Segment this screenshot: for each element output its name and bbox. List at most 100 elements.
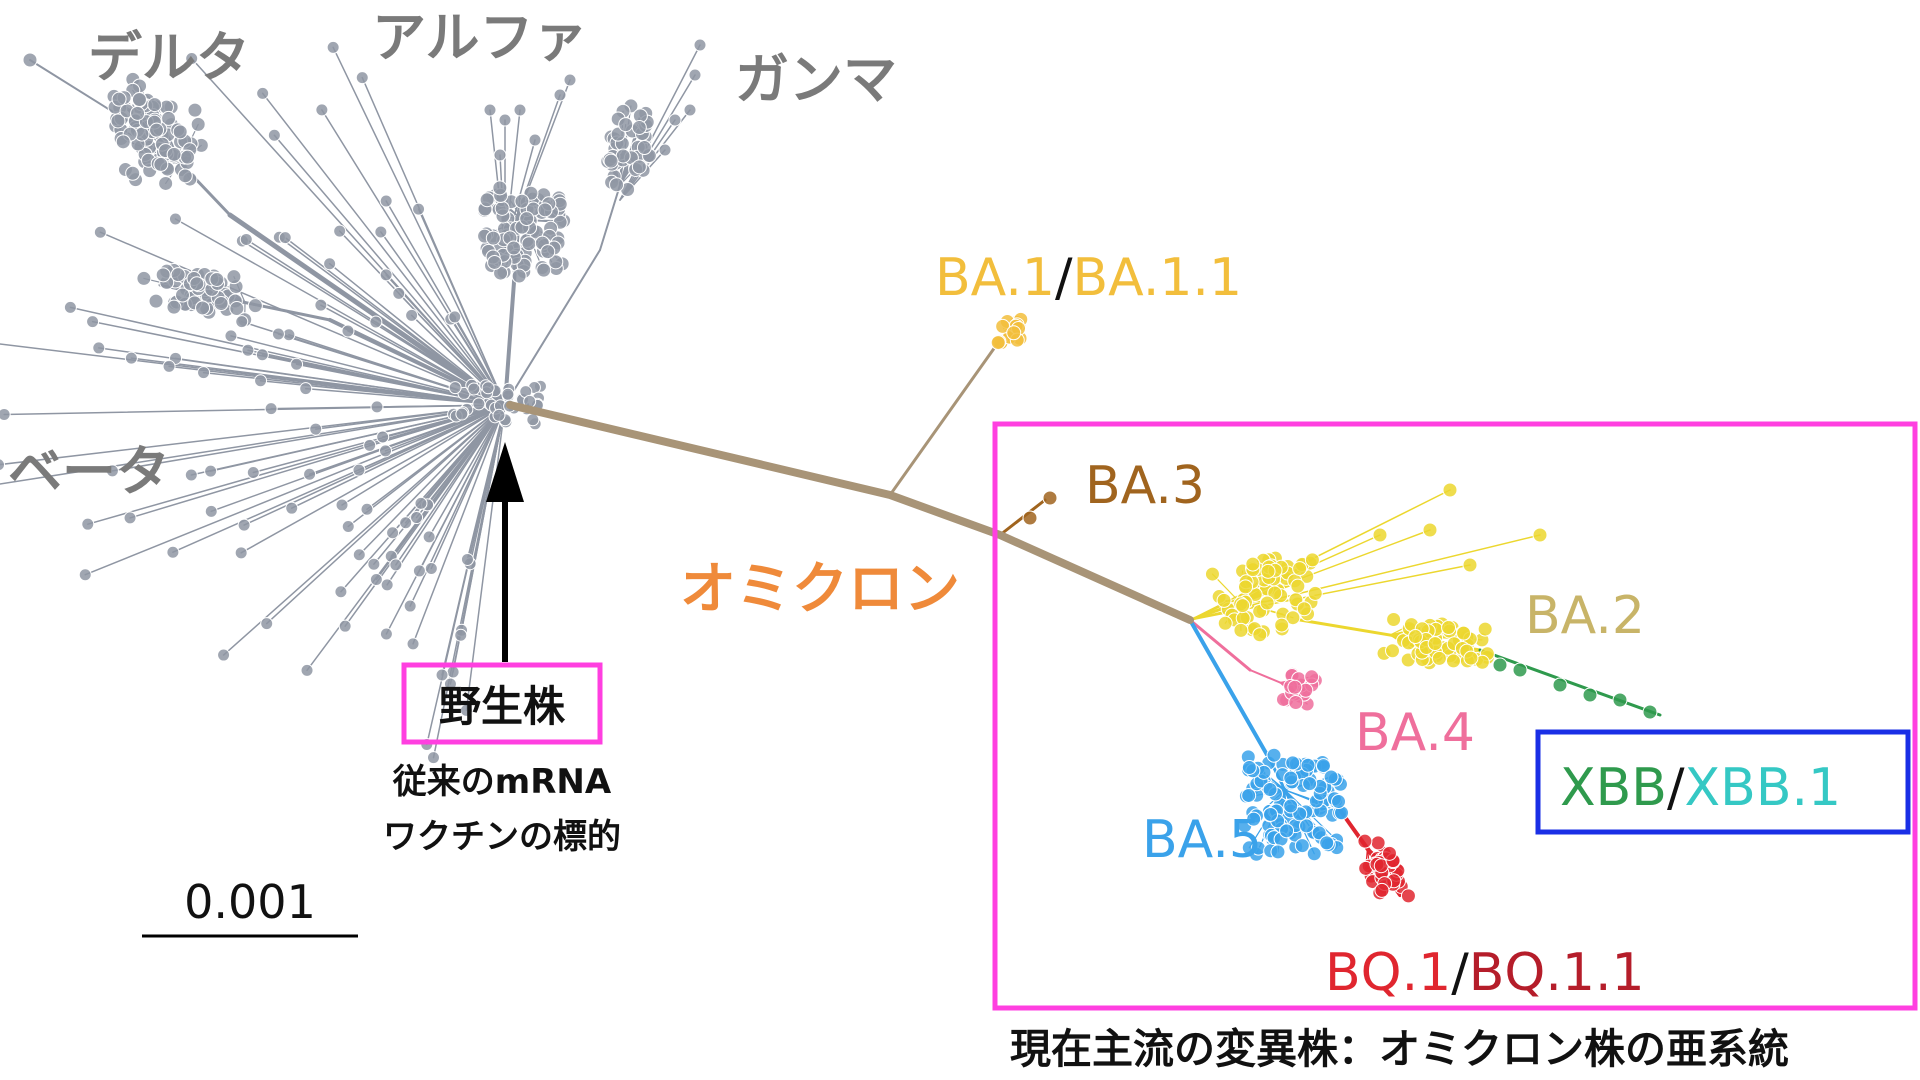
beta-node (309, 422, 323, 436)
root-node (481, 381, 495, 395)
ba2-node (1245, 556, 1261, 572)
gamma-node (668, 113, 682, 127)
lower-twig (395, 404, 506, 566)
beta-node (162, 359, 176, 373)
lower-node (360, 502, 374, 516)
alpha-node (563, 73, 577, 87)
lower-node (414, 496, 428, 510)
ba5-node (1315, 758, 1331, 774)
beta-node (255, 348, 269, 362)
ba2-node (1427, 636, 1443, 652)
gamma-node (609, 177, 625, 193)
alpha-node (519, 211, 535, 227)
lower-node (352, 548, 366, 562)
gamma-node (631, 159, 647, 175)
xbb-node (1492, 657, 1508, 673)
arrow-head (486, 442, 524, 502)
ba5-node (1319, 835, 1335, 851)
beta-node (124, 351, 138, 365)
beta-twig (168, 365, 506, 406)
beta-node (81, 517, 95, 531)
ba2-node (1290, 578, 1306, 594)
delta-node (187, 102, 203, 118)
delta-node (190, 116, 206, 132)
label-bq11: BQ.1.1 (1469, 943, 1645, 1003)
alpha-node (513, 103, 527, 117)
lower-node (380, 578, 394, 592)
ba2-node (1307, 585, 1323, 601)
delta-node (115, 134, 131, 150)
lower-node (460, 552, 474, 566)
alpha-node (483, 103, 497, 117)
lower-twig (347, 404, 506, 528)
beta-node (376, 430, 390, 444)
ba5-node (1266, 747, 1282, 763)
lower-node (217, 648, 231, 662)
upper-left-node (229, 301, 245, 317)
beta-twig (84, 404, 506, 576)
upper-left-node (148, 293, 164, 309)
lower-node (443, 677, 457, 691)
beta-node (379, 268, 393, 282)
lower-node (424, 561, 438, 575)
beta-twig (284, 236, 506, 406)
ba3-branch (998, 498, 1047, 537)
lower-node (435, 668, 449, 682)
ba3-node (1022, 510, 1038, 526)
beta-twig (87, 404, 506, 525)
bq1-node (1400, 888, 1416, 904)
label-xbb1: XBB.1 (1685, 758, 1842, 818)
ba2-node (1386, 611, 1402, 627)
lower-node (285, 501, 299, 515)
gamma-node (603, 153, 619, 169)
beta-node (185, 52, 199, 66)
ba1-node (990, 335, 1006, 351)
lower-node (338, 619, 352, 633)
beta-node (267, 128, 281, 142)
beta-twig (304, 387, 506, 406)
lower-node (454, 628, 468, 642)
beta-node (271, 327, 285, 341)
ba5-node (1331, 794, 1347, 810)
delta-branch (227, 212, 508, 408)
delta-node (131, 92, 147, 108)
ba4-node (1304, 669, 1320, 685)
ba2-node (1442, 482, 1458, 498)
ba2-node (1407, 629, 1423, 645)
beta-node (369, 315, 383, 329)
ba5-node (1285, 755, 1301, 771)
gamma-twig (619, 74, 696, 201)
label-xbb-group: XBB/XBB.1 (1560, 758, 1841, 818)
beta-node (246, 465, 260, 479)
beta-node (235, 315, 249, 329)
delta-node (158, 175, 174, 191)
delta-node (147, 97, 163, 113)
upper-left-node (213, 296, 229, 312)
lower-node (406, 637, 420, 651)
ba5-node (1283, 798, 1299, 814)
ba5-node (1270, 844, 1286, 860)
beta-node (92, 341, 106, 355)
lower-twig (441, 404, 506, 676)
alpha-node (487, 254, 503, 270)
label-ba4: BA.4 (1355, 703, 1475, 763)
delta-node (153, 156, 169, 172)
label-ba2: BA.2 (1525, 586, 1645, 646)
lower-twig (428, 404, 506, 538)
ba5-node (1283, 770, 1299, 786)
lower-node (412, 564, 426, 578)
ba2-node (1463, 650, 1479, 666)
beta-node (379, 444, 393, 458)
delta-node (180, 149, 196, 165)
lower-twig (358, 404, 506, 471)
upper-left-node (166, 299, 182, 315)
bq1-node (1374, 882, 1390, 898)
bq1-node (1381, 845, 1397, 861)
beta-node (0, 407, 11, 421)
upper-left-node (189, 276, 205, 292)
beta-node (224, 329, 238, 343)
delta-node (111, 91, 127, 107)
lower-node (237, 518, 251, 532)
beta-twig (380, 231, 506, 406)
ba5-node (1279, 823, 1295, 839)
